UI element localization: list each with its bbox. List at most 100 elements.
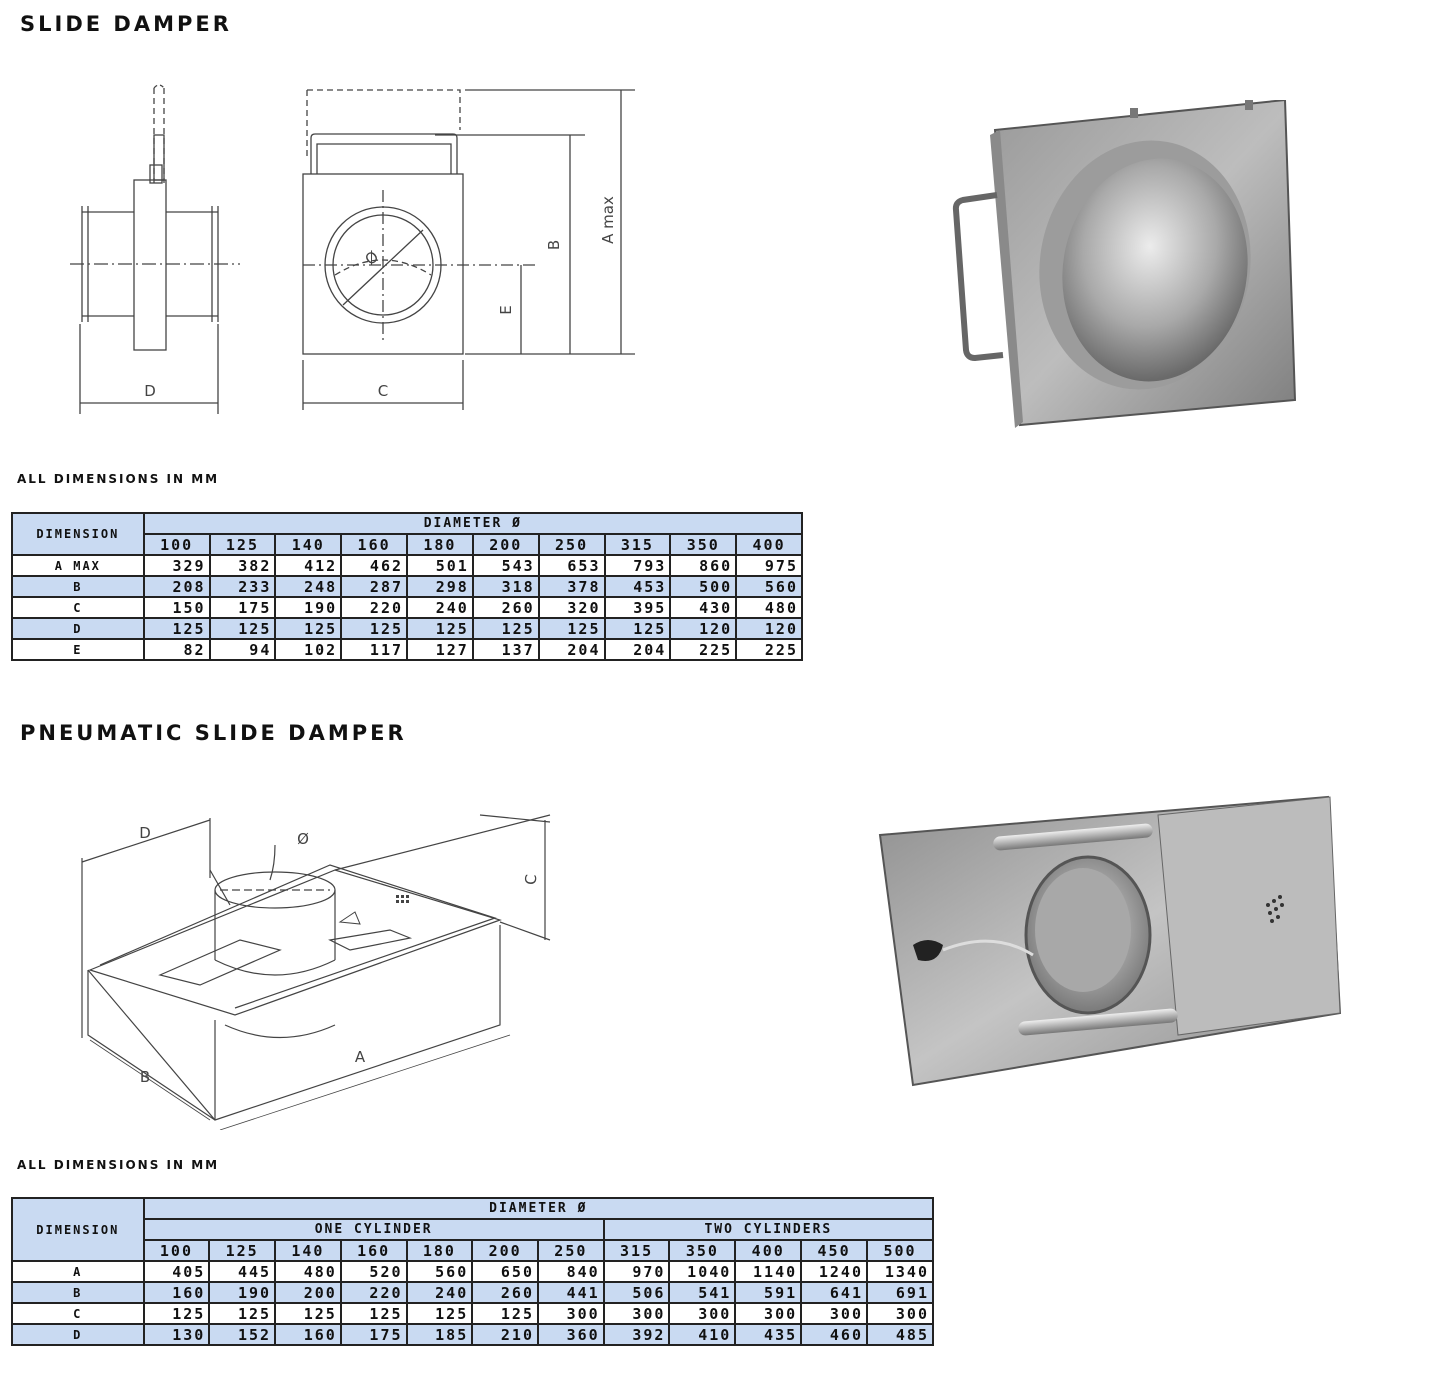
table-cell: 460 [800, 1323, 868, 1346]
table-cell: 300 [800, 1302, 868, 1325]
table-cell: 298 [406, 575, 474, 598]
diameter-group-header: DIAMETER Ø [142, 1197, 935, 1220]
table-cell: 430 [669, 596, 738, 619]
table-cell: 287 [340, 575, 409, 598]
dim-b-label: B [545, 240, 563, 250]
table-cell: 137 [471, 638, 540, 661]
diameter-header-cell: 250 [536, 1239, 605, 1262]
dimension-column-header: DIMENSION [11, 512, 145, 556]
table-cell: 130 [142, 1323, 211, 1346]
table-cell: 453 [603, 575, 672, 598]
diameter-header-cell: 200 [471, 533, 540, 556]
table-cell: 82 [142, 638, 211, 661]
table-cell: 125 [274, 617, 343, 640]
table-cell: 204 [603, 638, 672, 661]
dim-d-label: D [144, 382, 156, 400]
table-cell: 160 [274, 1323, 342, 1346]
diameter-header-cell: 200 [471, 1239, 539, 1262]
table-cell: 260 [471, 1281, 539, 1304]
row-label: A [11, 1260, 145, 1283]
table-cell: 200 [274, 1281, 342, 1304]
table-cell: 653 [537, 554, 606, 577]
table-cell: 204 [537, 638, 606, 661]
table-cell: 860 [669, 554, 738, 577]
table-cell: 125 [208, 1302, 277, 1325]
table-cell: 208 [142, 575, 211, 598]
table-cell: 1140 [734, 1260, 803, 1283]
table-cell: 543 [471, 554, 540, 577]
table-cell: 480 [735, 596, 803, 619]
table-cell: 175 [208, 596, 277, 619]
table-cell: 225 [669, 638, 738, 661]
table-cell: 560 [405, 1260, 474, 1283]
table-cell: 970 [602, 1260, 671, 1283]
table-cell: 125 [405, 1302, 474, 1325]
table-cell: 300 [734, 1302, 803, 1325]
diameter-header-cell: 140 [274, 533, 343, 556]
table-cell: 560 [735, 575, 803, 598]
diameter-header-cell: 350 [668, 1239, 737, 1262]
table-cell: 480 [274, 1260, 342, 1283]
table-cell: 435 [734, 1323, 803, 1346]
table-cell: 360 [536, 1323, 605, 1346]
table-cell: 102 [274, 638, 343, 661]
diameter-group-header: DIAMETER Ø [142, 512, 804, 535]
diameter-header-cell: 125 [208, 1239, 277, 1262]
diameter-header-cell: 100 [142, 1239, 211, 1262]
table-cell: 225 [735, 638, 803, 661]
table-cell: 127 [406, 638, 474, 661]
diameter-header-cell: 450 [800, 1239, 868, 1262]
table-cell: 175 [339, 1323, 408, 1346]
table-cell: 641 [800, 1281, 868, 1304]
table-cell: 975 [735, 554, 803, 577]
table-cell: 125 [471, 1302, 539, 1325]
table-cell: 125 [208, 617, 277, 640]
table-cell: 412 [274, 554, 343, 577]
diameter-header-cell: 315 [603, 533, 672, 556]
pneumatic-damper-photo [878, 795, 1342, 1087]
table-cell: 462 [340, 554, 409, 577]
table-cell: 501 [406, 554, 474, 577]
iso-dim-c-label: C [522, 874, 541, 886]
diameter-header-cell: 180 [406, 533, 474, 556]
diameter-header-cell: 100 [142, 533, 211, 556]
table-cell: 320 [537, 596, 606, 619]
pneumatic-damper-isometric-drawing: D Ø C B A [81, 814, 551, 1130]
table-cell: 125 [406, 617, 474, 640]
table-cell: 125 [471, 617, 540, 640]
diameter-header-cell: 160 [339, 1239, 408, 1262]
table-cell: 240 [406, 596, 474, 619]
table-cell: 405 [142, 1260, 211, 1283]
table-cell: 210 [471, 1323, 539, 1346]
diameter-header-cell: 500 [865, 1239, 935, 1262]
dimension-column-header: DIMENSION [11, 1197, 145, 1262]
one-cylinder-header: ONE CYLINDER [142, 1218, 605, 1241]
slide-damper-front-view-drawing: C B A max E Ø [302, 89, 635, 410]
iso-dim-b-label: B [140, 1068, 150, 1086]
table-cell: 120 [735, 617, 803, 640]
table-cell: 382 [208, 554, 277, 577]
table-cell: 485 [865, 1323, 935, 1346]
iso-dim-a-label: A [355, 1048, 366, 1066]
section2-units-note: ALL DIMENSIONS IN MM [17, 1158, 220, 1172]
table-cell: 541 [668, 1281, 737, 1304]
table-cell: 1340 [865, 1260, 935, 1283]
diameter-header-cell: 400 [735, 533, 803, 556]
table-cell: 691 [865, 1281, 935, 1304]
table-cell: 441 [536, 1281, 605, 1304]
table-cell: 125 [274, 1302, 342, 1325]
row-label: C [11, 596, 145, 619]
table-cell: 125 [537, 617, 606, 640]
table-cell: 190 [208, 1281, 277, 1304]
row-label: B [11, 1281, 145, 1304]
row-label: D [11, 1323, 145, 1346]
iso-dim-d-label: D [139, 824, 151, 842]
